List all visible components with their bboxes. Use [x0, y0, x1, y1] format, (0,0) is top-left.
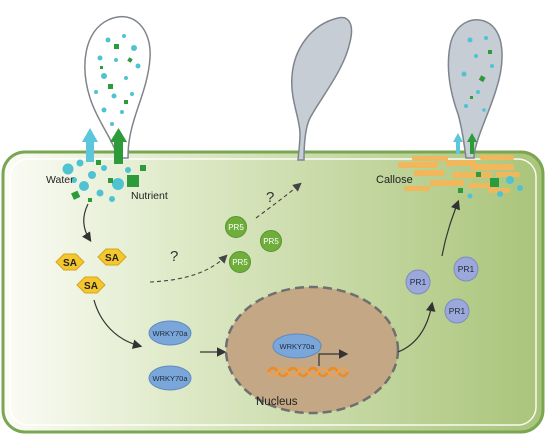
nutrient-uptake-arrow-icon — [110, 128, 127, 142]
wrky70a-protein-2: WRKY70a — [148, 365, 192, 391]
wrky-label-2: WRKY70a — [152, 374, 188, 383]
sa-molecule-3: SA — [76, 276, 106, 294]
water-droplet-icon — [62, 163, 74, 175]
water-nutrient-cluster — [62, 159, 146, 202]
plant-cell — [1, 150, 545, 434]
sa-molecule-2: SA — [97, 248, 127, 266]
callose-deposits — [398, 155, 523, 199]
wrky-label-nuclear: WRKY70a — [279, 342, 315, 351]
cell-wall — [1, 150, 545, 434]
haustorium-right — [447, 19, 503, 159]
haustorium-icon — [84, 15, 151, 159]
dashed-arrow-pr5-to-haustorium-icon — [255, 182, 302, 219]
pr5-label-3: PR5 — [232, 258, 248, 267]
arrow-to-sa-icon — [82, 203, 92, 242]
haustorium-middle-icon — [291, 16, 353, 161]
wrky-label-1: WRKY70a — [152, 329, 188, 338]
pr1-label-3: PR1 — [449, 306, 466, 316]
pr1-label-2: PR1 — [458, 264, 475, 274]
wrky70a-protein-1: WRKY70a — [148, 320, 192, 346]
question-mark-1: ? — [170, 248, 178, 265]
pr5-protein-3: PR5 — [229, 251, 251, 273]
sa-label-2: SA — [105, 253, 119, 264]
sa-label-3: SA — [84, 281, 98, 292]
transcription-arrow-icon — [318, 349, 349, 366]
water-uptake-arrow-icon — [82, 128, 98, 142]
callose-label: Callose — [376, 174, 413, 186]
pr1-protein-3: PR1 — [444, 298, 470, 324]
pr5-label-2: PR5 — [263, 237, 279, 246]
pr5-label-1: PR5 — [228, 223, 244, 232]
nutrient-square-icon — [127, 175, 139, 187]
haustorium-left-particles — [94, 34, 141, 126]
water-uptake-arrow-small — [456, 140, 460, 154]
arrow-sa-to-wrky-icon — [93, 299, 143, 349]
water-label: Water — [46, 174, 74, 186]
cell-membrane — [9, 158, 537, 426]
pr1-label-1: PR1 — [410, 277, 427, 287]
sa-molecule-1: SA — [55, 253, 85, 271]
sa-label-1: SA — [63, 258, 77, 269]
pr1-protein-2: PR1 — [453, 256, 479, 282]
pr5-protein-2: PR5 — [260, 230, 282, 252]
arrow-nucleus-to-pr1-icon — [397, 301, 436, 353]
wrky70a-nuclear — [272, 333, 322, 359]
pr1-protein-1: PR1 — [405, 269, 431, 295]
nucleus: WRKY70a Nucleus — [224, 285, 400, 415]
haustorium-left — [82, 15, 151, 164]
nutrient-uptake-arrow-small — [470, 140, 474, 154]
nutrient-label: Nutrient — [131, 190, 168, 202]
question-mark-2: ? — [266, 189, 274, 206]
haustorium-right-icon — [447, 19, 503, 159]
water-uptake-arrow-shaft — [86, 140, 94, 162]
nucleus-label: Nucleus — [256, 396, 298, 408]
arrow-pr1-to-callose-icon — [441, 199, 460, 257]
pr5-protein-1: PR5 — [225, 216, 247, 238]
nutrient-uptake-arrow-shaft — [114, 140, 123, 164]
